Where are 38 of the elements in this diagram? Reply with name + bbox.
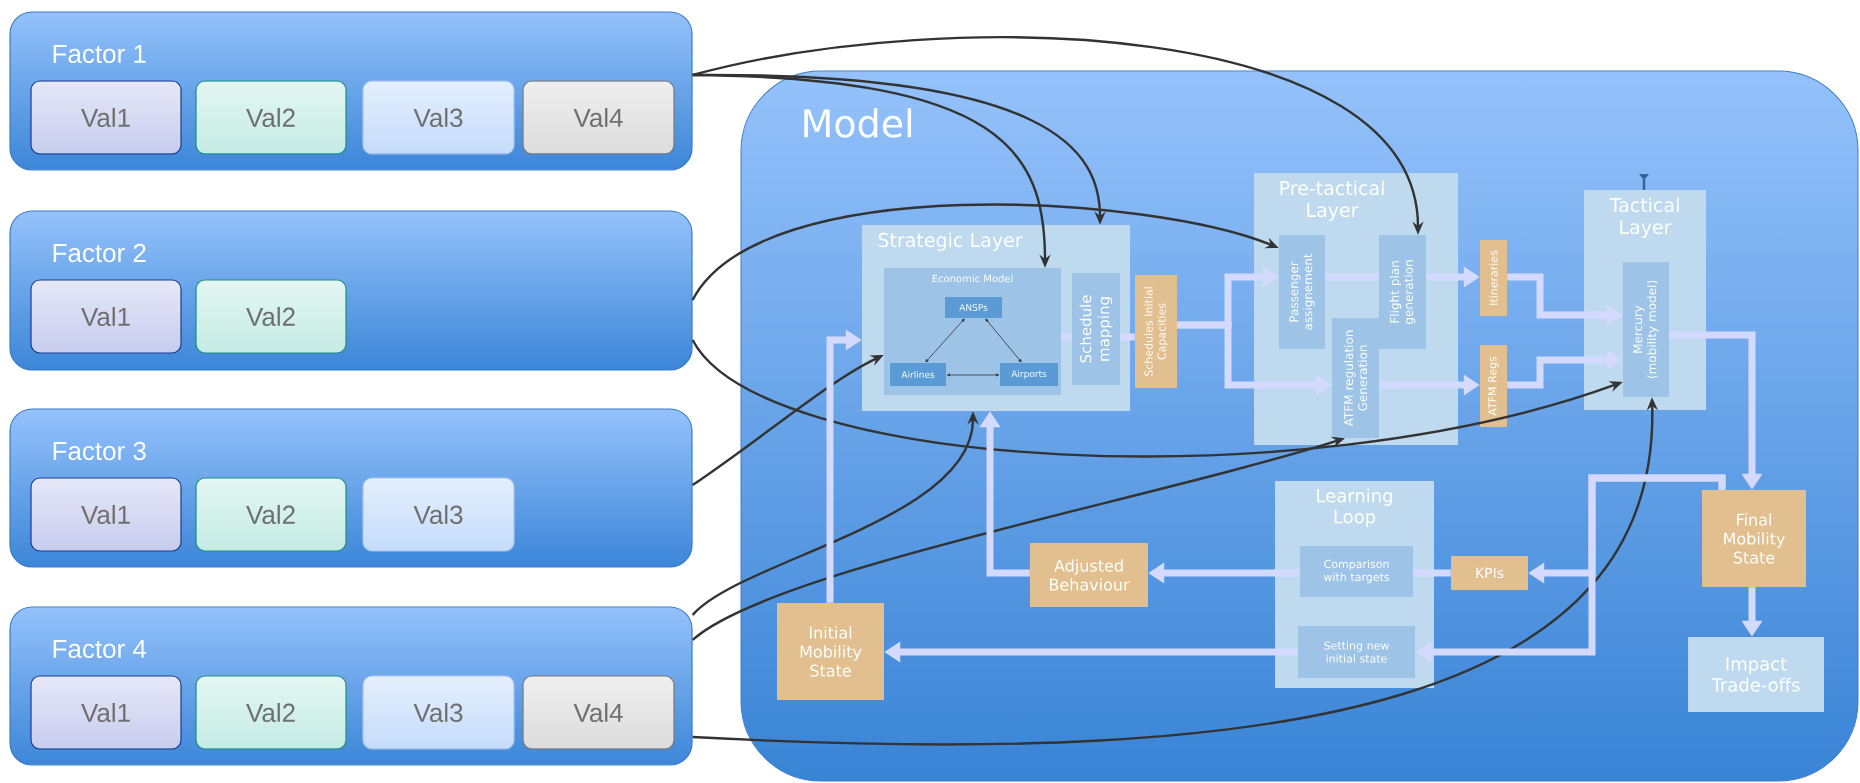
value-box: Val4 [522,675,675,750]
process-box: Setting new initial state [1298,626,1415,678]
flow-connector [1413,569,1451,577]
value-box: Val2 [195,477,347,552]
process-box: ATFM regulation Generation [1332,318,1379,438]
actor-box: Airports [1000,363,1058,386]
process-box: Mercury (mobility model) [1623,262,1669,397]
process-box: Flight plan generation [1379,235,1426,349]
state-box: Itineraries [1480,240,1507,316]
value-box: Val3 [362,477,515,552]
value-box: Val1 [30,279,182,354]
actor-box: ANSPs [945,297,1002,318]
value-box: Val1 [30,675,182,750]
state-box: KPIs [1451,556,1528,590]
state-box: Final Mobility State [1702,490,1806,587]
value-box: Val3 [362,675,515,750]
state-box: Schedules Initial Capacities [1135,275,1177,388]
arrow [985,318,1022,363]
flow-connector [1120,333,1135,341]
state-box: Initial Mobility State [777,603,884,700]
arrow [925,318,965,363]
output-box: Impact Trade-offs [1688,637,1824,712]
flow-connector [1061,333,1072,341]
arrow [946,373,1000,377]
process-box: Passenger assignement [1279,235,1325,349]
flow-connector [1325,273,1379,281]
value-box: Val1 [30,80,182,155]
value-box: Val2 [195,675,347,750]
state-box: Adjusted Behaviour [1030,543,1148,607]
state-box: ATFM Regs [1480,345,1507,427]
process-box: Comparison with targets [1300,546,1413,597]
process-box: Schedule mapping [1072,273,1120,385]
actor-box: Airlines [890,363,946,386]
value-box: Val4 [522,80,675,155]
value-box: Val1 [30,477,182,552]
value-box: Val2 [195,80,347,155]
value-box: Val3 [362,80,515,155]
value-box: Val2 [195,279,347,354]
